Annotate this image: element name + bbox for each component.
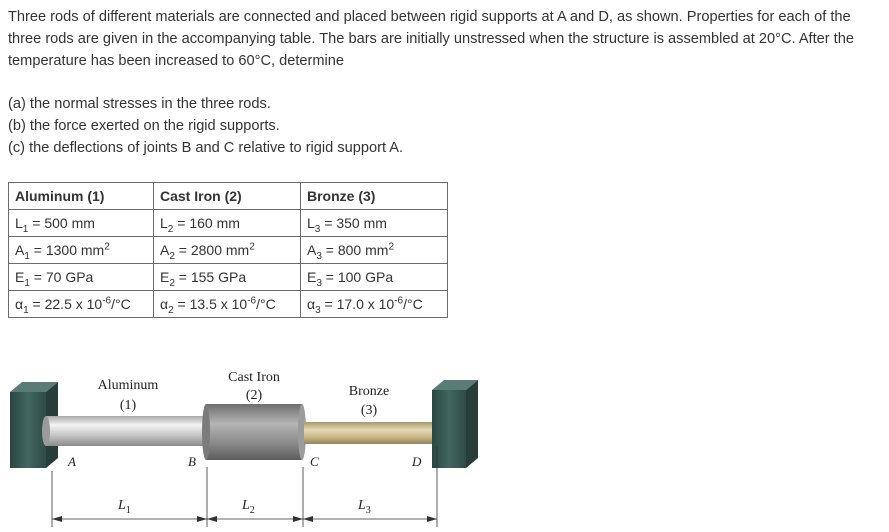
cell-superscript: 2 xyxy=(249,241,255,253)
point-b-label: B xyxy=(188,454,196,469)
dim-l2-label: L2 xyxy=(241,498,255,516)
cell-value: = 100 GPa xyxy=(321,269,394,285)
table-header-row: Aluminum (1) Cast Iron (2) Bronze (3) xyxy=(8,182,448,210)
cell-superscript: 2 xyxy=(388,241,394,253)
cell-symbol: α xyxy=(307,296,316,312)
cell-symbol: E xyxy=(160,269,170,285)
cell-symbol: α xyxy=(15,296,24,312)
table-cell: L3 = 350 mm xyxy=(300,209,448,237)
problem-parts: (a) the normal stresses in the three rod… xyxy=(8,93,403,159)
rod2-name-label: Cast Iron xyxy=(228,370,280,385)
cell-value: = 160 mm xyxy=(173,215,240,231)
cell-subscript: 1 xyxy=(24,277,30,289)
header-bronze: Bronze (3) xyxy=(300,182,448,210)
rod1-number-label: (1) xyxy=(120,398,137,413)
properties-table: Aluminum (1) Cast Iron (2) Bronze (3) L1… xyxy=(8,182,448,318)
bronze-rod xyxy=(304,422,439,444)
cell-symbol: E xyxy=(15,269,25,285)
header-aluminum: Aluminum (1) xyxy=(8,182,154,210)
cell-unit: /°C xyxy=(111,296,131,312)
cell-symbol: E xyxy=(307,269,317,285)
aluminum-rod xyxy=(42,416,208,446)
table-cell: A1 = 1300 mm2 xyxy=(8,236,154,264)
extension-lines xyxy=(51,447,438,527)
cell-value: = 155 GPa xyxy=(174,269,247,285)
table-cell: L2 = 160 mm xyxy=(153,209,301,237)
cell-subscript: 2 xyxy=(169,250,175,262)
cell-subscript: 2 xyxy=(169,277,175,289)
point-d-label: D xyxy=(411,454,422,469)
dim-l1-label: L1 xyxy=(117,498,131,516)
table-cell: L1 = 500 mm xyxy=(8,209,154,237)
cell-value: = 800 mm xyxy=(321,242,389,258)
header-cast-iron: Cast Iron (2) xyxy=(153,182,301,210)
rod1-name-label: Aluminum xyxy=(98,378,159,393)
cell-value: = 22.5 x 10 xyxy=(28,296,103,312)
cell-superscript: 2 xyxy=(104,241,110,253)
cell-subscript: 1 xyxy=(23,304,29,316)
part-b: (b) the force exerted on the rigid suppo… xyxy=(8,118,280,134)
cell-subscript: 1 xyxy=(22,223,29,235)
cell-symbol: L xyxy=(307,215,315,231)
cell-value: = 500 mm xyxy=(28,215,95,231)
rod3-number-label: (3) xyxy=(361,403,378,418)
cell-subscript: 3 xyxy=(314,223,321,235)
rod3-name-label: Bronze xyxy=(349,384,389,399)
cell-unit: /°C xyxy=(403,296,423,312)
cell-value: = 13.5 x 10 xyxy=(173,296,248,312)
table-cell: A2 = 2800 mm2 xyxy=(153,236,301,264)
part-a: (a) the normal stresses in the three rod… xyxy=(8,96,271,112)
point-a-label: A xyxy=(67,454,76,469)
cell-symbol: L xyxy=(160,215,168,231)
cell-subscript: 1 xyxy=(24,250,30,262)
rod2-number-label: (2) xyxy=(246,388,263,403)
cast-iron-rod xyxy=(202,404,306,460)
table-cell: α1 = 22.5 x 10-6/°C xyxy=(8,290,154,318)
cell-symbol: A xyxy=(15,242,25,258)
cell-value: = 17.0 x 10 xyxy=(320,296,395,312)
cell-subscript: 3 xyxy=(315,304,321,316)
cell-subscript: 2 xyxy=(167,223,174,235)
cell-superscript: -6 xyxy=(102,295,112,307)
table-cell: E1 = 70 GPa xyxy=(8,263,154,291)
problem-statement: Three rods of different materials are co… xyxy=(8,6,884,72)
point-c-label: C xyxy=(310,454,319,469)
cell-value: = 70 GPa xyxy=(29,269,94,285)
table-cell: E3 = 100 GPa xyxy=(300,263,448,291)
table-cell: E2 = 155 GPa xyxy=(153,263,301,291)
rod-assembly-figure: Aluminum (1) Cast Iron (2) Bronze (3) A … xyxy=(10,370,478,527)
cell-symbol: A xyxy=(307,242,317,258)
table-cell: A3 = 800 mm2 xyxy=(300,236,448,264)
cell-superscript: -6 xyxy=(394,295,404,307)
table-cell: α2 = 13.5 x 10-6/°C xyxy=(153,290,301,318)
dimension-line xyxy=(52,516,437,522)
cell-symbol: L xyxy=(15,215,23,231)
cell-symbol: α xyxy=(160,296,169,312)
cell-unit: /°C xyxy=(256,296,276,312)
cell-subscript: 3 xyxy=(316,277,322,289)
cell-symbol: A xyxy=(160,242,170,258)
cell-superscript: -6 xyxy=(247,295,257,307)
problem-intro: Three rods of different materials are co… xyxy=(8,9,854,69)
cell-subscript: 2 xyxy=(168,304,174,316)
left-support xyxy=(10,382,58,468)
part-c: (c) the deflections of joints B and C re… xyxy=(8,140,404,156)
cell-subscript: 3 xyxy=(316,250,322,262)
cell-value: = 1300 mm xyxy=(29,242,105,258)
right-support xyxy=(432,380,478,468)
cell-value: = 350 mm xyxy=(320,215,387,231)
table-cell: α3 = 17.0 x 10-6/°C xyxy=(300,290,448,318)
dim-l3-label: L3 xyxy=(357,498,371,516)
cell-value: = 2800 mm xyxy=(174,242,250,258)
